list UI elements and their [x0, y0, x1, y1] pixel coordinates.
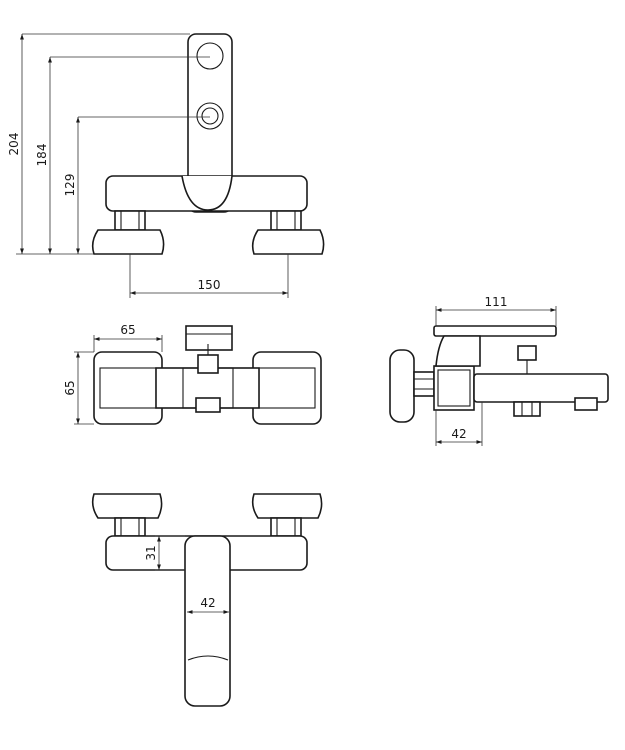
dim-label-184: 184 — [35, 144, 49, 167]
lever-lower-ring-inner — [201, 107, 219, 125]
top-view: 65 65 — [63, 323, 322, 425]
dimension-184: 184 — [35, 56, 210, 254]
lever-lower-ring-outer — [196, 102, 224, 130]
lever-base — [181, 175, 233, 211]
spout-tip-side — [574, 397, 598, 411]
lever-upper-circle — [196, 42, 224, 70]
dim-label-31: 31 — [144, 545, 158, 560]
dim-label-129: 129 — [63, 174, 77, 197]
spout-bottom — [184, 535, 231, 707]
dim-label-42-side: 42 — [451, 427, 466, 441]
dimension-42-bottom: 42 — [187, 596, 229, 614]
side-view: 111 42 — [389, 295, 609, 446]
outlet-stub-top — [197, 354, 219, 374]
body-block-side — [433, 365, 475, 411]
right-nut-bottom — [270, 517, 302, 537]
dimension-111: 111 — [435, 295, 557, 326]
left-nut-bottom — [114, 517, 146, 537]
lever-neck-side — [435, 335, 481, 367]
dim-label-65-width: 65 — [120, 323, 135, 337]
dim-label-111: 111 — [485, 295, 508, 309]
right-flange-top — [252, 351, 322, 425]
right-nut — [270, 210, 302, 231]
right-wall-flange — [251, 229, 325, 255]
nut-side — [413, 371, 435, 397]
dimension-31: 31 — [144, 535, 185, 571]
lever-handle — [187, 33, 233, 213]
dim-label-42-bottom: 42 — [200, 596, 215, 610]
diverter-top — [195, 397, 221, 413]
dimension-129: 129 — [63, 116, 210, 254]
lever-side — [433, 325, 557, 337]
outlet-nut-side — [513, 401, 541, 417]
lever-top — [185, 325, 233, 351]
dim-label-65-depth: 65 — [63, 380, 77, 395]
bottom-view: 31 42 — [91, 493, 323, 707]
left-flange-bottom — [91, 493, 163, 519]
left-wall-flange — [91, 229, 165, 255]
dim-label-150: 150 — [198, 278, 221, 292]
wall-flange-side — [389, 349, 415, 423]
dimension-42-side: 42 — [435, 402, 483, 446]
right-flange-bottom — [251, 493, 323, 519]
dim-label-204: 204 — [7, 133, 21, 156]
front-view: 204 184 129 150 — [7, 33, 325, 298]
spout-side — [473, 373, 609, 403]
left-flange-top — [93, 351, 163, 425]
dimension-150: 150 — [129, 254, 289, 298]
body-inner-side — [437, 369, 471, 407]
left-nut — [114, 210, 146, 231]
dimension-204: 204 — [7, 33, 190, 255]
diverter-knob-side — [517, 345, 537, 361]
dimension-65-width: 65 — [93, 323, 163, 352]
spout-outlet-curve — [187, 655, 229, 661]
dimension-65-depth: 65 — [63, 351, 94, 425]
